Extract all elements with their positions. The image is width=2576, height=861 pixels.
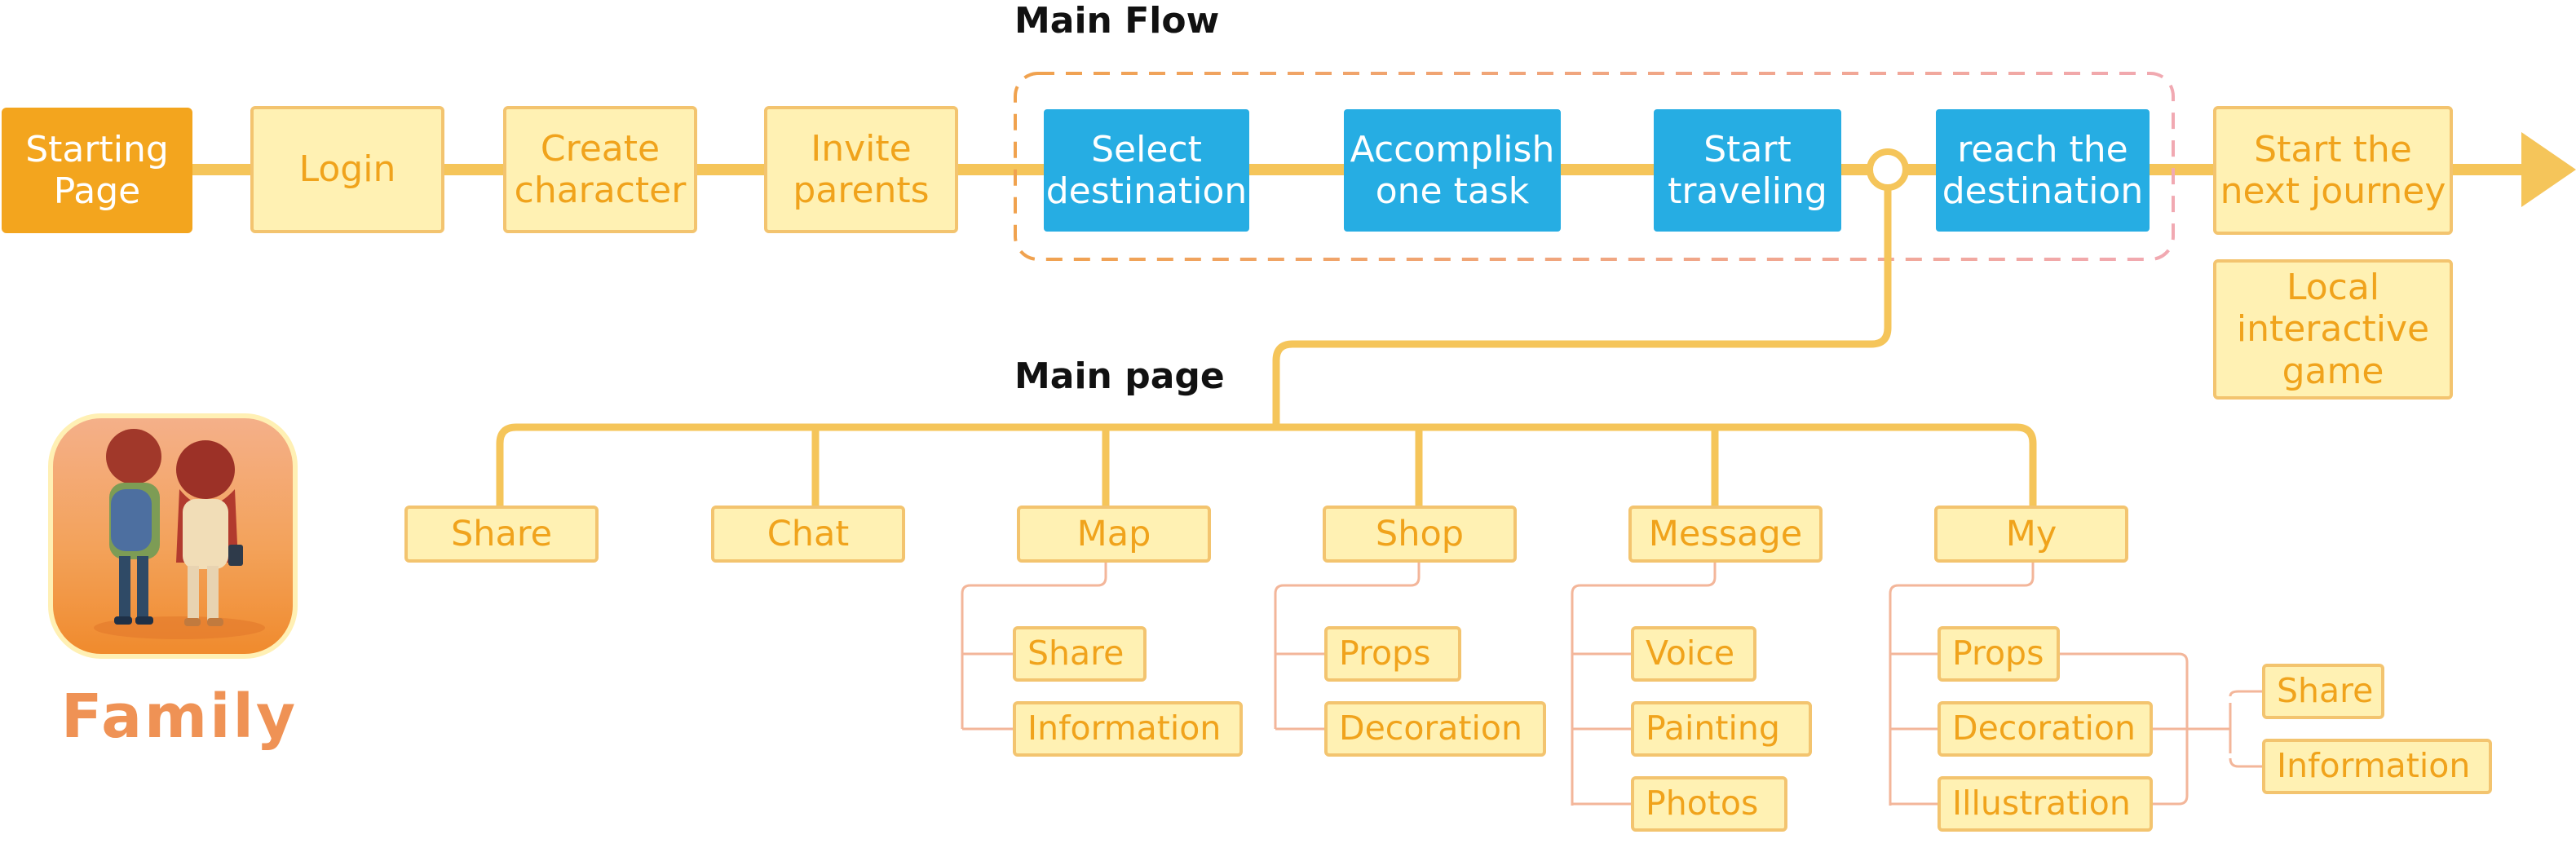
message-item-voice: Voice xyxy=(1631,626,1756,682)
node-local-game: Local interactive game xyxy=(2213,259,2453,400)
node-shop: Shop xyxy=(1323,506,1517,563)
node-message: Message xyxy=(1628,506,1823,563)
message-item-photos: Photos xyxy=(1631,776,1787,832)
my-extra-subtree xyxy=(2058,652,2264,806)
node-share: Share xyxy=(404,506,599,563)
message-item-painting: Painting xyxy=(1631,701,1812,757)
shop-item-props: Props xyxy=(1324,626,1461,682)
shop-subtree xyxy=(1274,561,1421,731)
node-select-destination: Select destination xyxy=(1044,109,1249,232)
main-page-bus xyxy=(496,423,2037,520)
my-item-decoration: Decoration xyxy=(1938,701,2153,757)
my-item-props: Props xyxy=(1938,626,2060,682)
node-my: My xyxy=(1934,506,2128,563)
node-create-character: Create character xyxy=(503,106,697,233)
map-subtree xyxy=(961,561,1107,731)
main-page-branch-line xyxy=(1272,183,1892,426)
node-reach-destination: reach the destination xyxy=(1936,109,2150,232)
my-subtree xyxy=(1889,561,2035,806)
my-extra-item-share: Share xyxy=(2262,664,2384,719)
node-starting-page: Starting Page xyxy=(2,108,192,233)
node-login: Login xyxy=(250,106,444,233)
map-item-information: Information xyxy=(1013,701,1243,757)
main-flow-arrowhead xyxy=(2521,132,2576,207)
my-extra-item-information: Information xyxy=(2262,739,2492,794)
my-item-illustration: Illustration xyxy=(1938,776,2153,832)
journey-loop-frame xyxy=(1014,72,2175,261)
app-icon xyxy=(48,413,298,659)
shop-item-decoration: Decoration xyxy=(1324,701,1546,757)
node-chat: Chat xyxy=(711,506,905,563)
app-name: Family xyxy=(60,682,298,752)
message-subtree xyxy=(1571,561,1717,806)
node-map: Map xyxy=(1017,506,1211,563)
node-accomplish-task: Accomplish one task xyxy=(1344,109,1561,232)
main-flow-heading: Main Flow xyxy=(1014,0,1220,42)
node-start-traveling: Start traveling xyxy=(1654,109,1841,232)
main-page-heading: Main page xyxy=(1014,355,1225,397)
node-invite-parents: Invite parents xyxy=(764,106,958,233)
map-item-share: Share xyxy=(1013,626,1147,682)
node-next-journey: Start the next journey xyxy=(2213,106,2453,235)
branch-junction-circle xyxy=(1867,148,1909,191)
